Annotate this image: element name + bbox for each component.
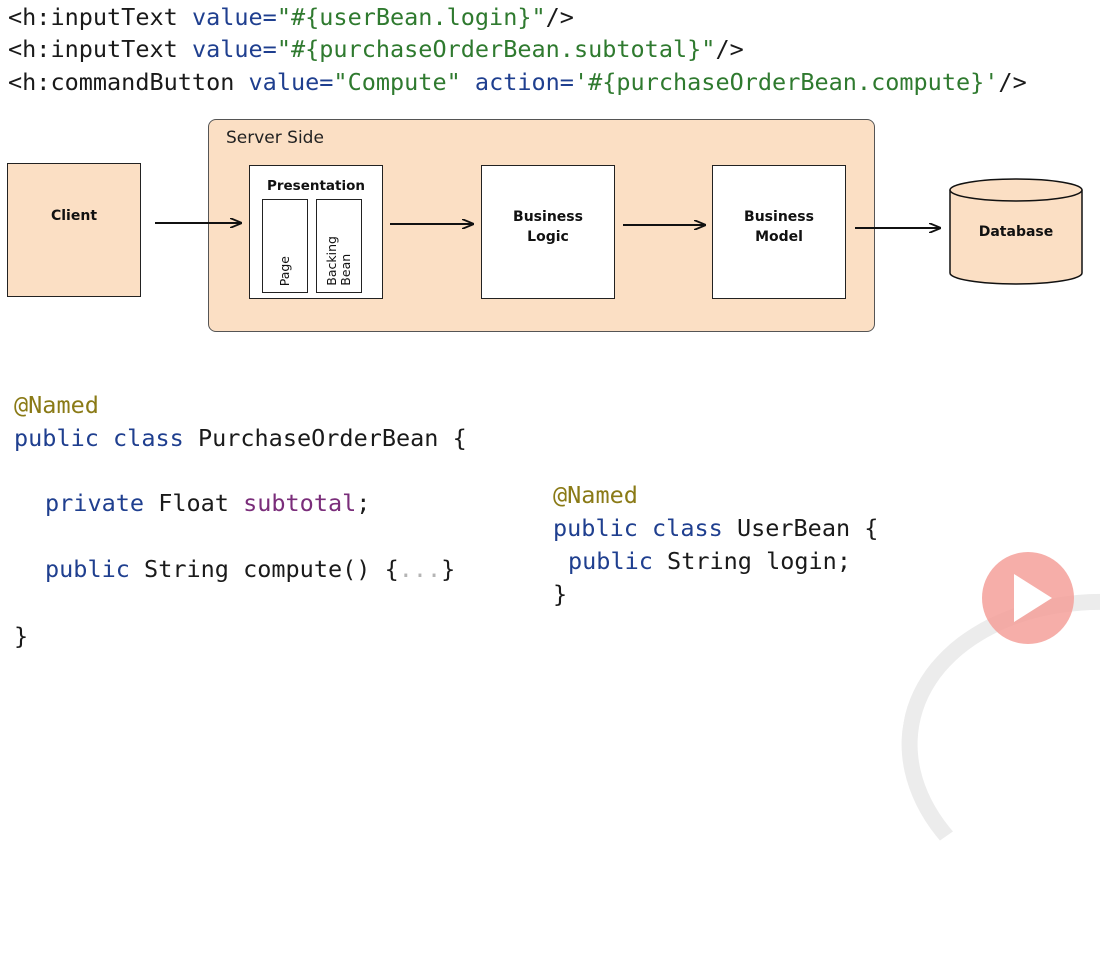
page-box: Page (262, 199, 308, 293)
brace: } (553, 580, 568, 608)
right-field-decl: public String login; (568, 545, 851, 577)
annotation: @Named (553, 481, 638, 509)
attr: value= (248, 68, 334, 96)
left-class-close: } (14, 620, 28, 652)
value: "#{purchaseOrderBean.subtotal}" (276, 35, 716, 63)
left-annotation: @Named (14, 389, 99, 421)
server-side-label: Server Side (226, 128, 324, 148)
presentation-label: Presentation (266, 178, 366, 194)
type: Float (158, 489, 244, 517)
keyword: public (568, 547, 668, 575)
keyword: public (45, 555, 145, 583)
right-class-close: } (553, 578, 567, 610)
left-class-decl: public class PurchaseOrderBean { (14, 422, 467, 454)
tag-close: /> (998, 68, 1027, 96)
keyword: public class (14, 424, 198, 452)
business-model-label: Business Model (744, 209, 814, 245)
tag-close: /> (715, 35, 744, 63)
backing-bean-box: Backing Bean (316, 199, 362, 293)
play-icon[interactable] (1014, 574, 1052, 622)
field: String login; (667, 547, 851, 575)
right-class-decl: public class UserBean { (553, 512, 878, 544)
method-signature: String compute() { (144, 555, 399, 583)
method-end: } (441, 555, 456, 583)
class-name: UserBean { (736, 514, 879, 542)
tag: <h:commandButton (8, 68, 249, 96)
jsf-line-2: <h:inputText value="#{purchaseOrderBean.… (8, 33, 744, 65)
client-label: Client (50, 208, 98, 224)
jsf-line-1: <h:inputText value="#{userBean.login}"/> (8, 1, 574, 33)
class-name: PurchaseOrderBean { (197, 424, 467, 452)
field-name: subtotal (243, 489, 357, 517)
attr: value= (191, 3, 277, 31)
presentation-box: Presentation Page Backing Bean (249, 165, 383, 299)
value: "#{userBean.login}" (276, 3, 546, 31)
left-field-decl: private Float subtotal; (45, 487, 370, 519)
business-logic-box: Business Logic (481, 165, 615, 299)
right-annotation: @Named (553, 479, 638, 511)
keyword: private (45, 489, 159, 517)
semicolon: ; (356, 489, 371, 517)
attr: value= (191, 35, 277, 63)
brace: } (14, 622, 29, 650)
tag: <h:inputText (8, 35, 192, 63)
tag-close: /> (545, 3, 574, 31)
business-logic-label: Business Logic (513, 209, 583, 245)
keyword: public class (553, 514, 737, 542)
annotation: @Named (14, 391, 99, 419)
database-label: Database (978, 224, 1054, 240)
method-body: ... (398, 555, 442, 583)
tag: <h:inputText (8, 3, 192, 31)
value: '#{purchaseOrderBean.compute}' (573, 68, 999, 96)
client-box: Client (7, 163, 141, 297)
business-model-box: Business Model (712, 165, 846, 299)
left-method-decl: public String compute() {...} (45, 553, 455, 585)
database-cylinder (949, 178, 1083, 285)
attr: action= (474, 68, 574, 96)
jsf-line-3: <h:commandButton value="Compute" action=… (8, 66, 1027, 98)
diagram-arrows (155, 178, 1083, 285)
value: "Compute" (333, 68, 461, 96)
